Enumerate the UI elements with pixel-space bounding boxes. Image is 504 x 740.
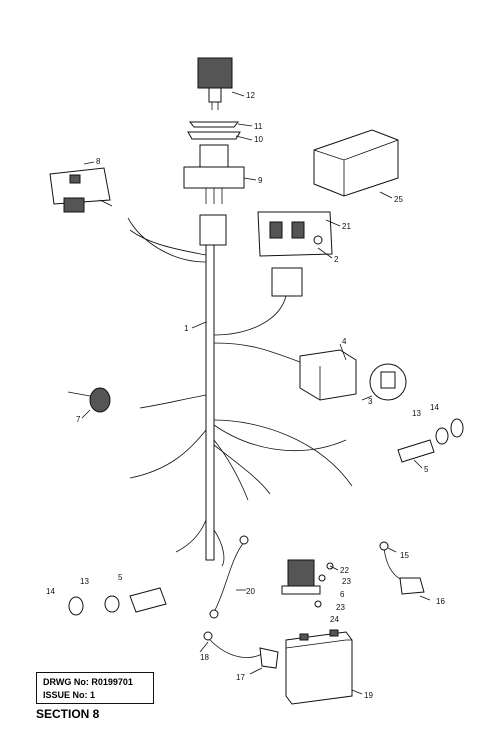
part-16-terminal-cover (379, 541, 425, 595)
callout-23b: 23 (336, 603, 345, 612)
harness-connector-upper (199, 214, 227, 246)
section-label: SECTION 8 (36, 707, 100, 721)
part-3-fuse (369, 363, 407, 401)
callout-5b: 5 (118, 573, 123, 582)
part-10-seal (187, 131, 241, 140)
callout-8: 8 (96, 157, 101, 166)
callout-22: 22 (340, 566, 349, 575)
part-5-lamp-right (397, 418, 464, 463)
callout-5: 5 (424, 465, 429, 474)
callout-7: 7 (76, 415, 81, 424)
part-19-battery (285, 629, 353, 705)
part-11-gasket (188, 121, 240, 128)
issue-number-row: ISSUE No: 1 (43, 689, 147, 702)
part-7-socket (67, 387, 111, 413)
part-21-control-panel (257, 211, 333, 257)
issue-number: 1 (90, 690, 96, 700)
part-4-relay (299, 349, 357, 401)
callout-6: 6 (340, 590, 345, 599)
callout-9: 9 (258, 176, 263, 185)
part-23-washer (318, 574, 326, 582)
callout-3: 3 (368, 397, 373, 406)
callout-12: 12 (246, 91, 255, 100)
part-12-relay (197, 57, 233, 110)
callout-13b: 13 (80, 577, 89, 586)
callout-labels: 12 11 10 9 8 25 21 2 1 4 3 7 13 14 5 22 … (46, 91, 445, 700)
callout-13: 13 (412, 409, 421, 418)
callout-15: 15 (400, 551, 409, 560)
part-6-solenoid (281, 559, 321, 595)
callout-25: 25 (394, 195, 403, 204)
callout-24: 24 (330, 615, 339, 624)
callout-23: 23 (342, 577, 351, 586)
callout-20: 20 (246, 587, 255, 596)
callout-leaders (81, 91, 431, 695)
part-24-nut (314, 600, 322, 608)
part-25-module-box (313, 129, 399, 197)
callout-14: 14 (430, 403, 439, 412)
callout-2: 2 (334, 255, 339, 264)
callout-19: 19 (364, 691, 373, 700)
callout-10: 10 (254, 135, 263, 144)
callout-21: 21 (342, 222, 351, 231)
drawing-number-row: DRWG No: R0199701 (43, 676, 147, 689)
callout-4: 4 (342, 337, 347, 346)
part-5-lamp-left (68, 587, 167, 616)
part-1-main-harness (127, 217, 353, 567)
issue-number-label: ISSUE No: (43, 690, 88, 700)
drawing-number: R0199701 (91, 677, 133, 687)
part-20-earth-lead (209, 535, 249, 619)
part-8-switch (49, 167, 113, 213)
callout-1: 1 (184, 324, 189, 333)
callout-16: 16 (436, 597, 445, 606)
part-17-battery-lead (203, 631, 279, 669)
callout-14b: 14 (46, 587, 55, 596)
callout-17: 17 (236, 673, 245, 682)
drawing-number-label: DRWG No: (43, 677, 89, 687)
drawing-info-box: DRWG No: R0199701 ISSUE No: 1 (36, 672, 154, 704)
callout-11: 11 (254, 122, 263, 131)
harness-connector-right (271, 267, 303, 297)
callout-18: 18 (200, 653, 209, 662)
part-9-relay-base (183, 144, 245, 204)
